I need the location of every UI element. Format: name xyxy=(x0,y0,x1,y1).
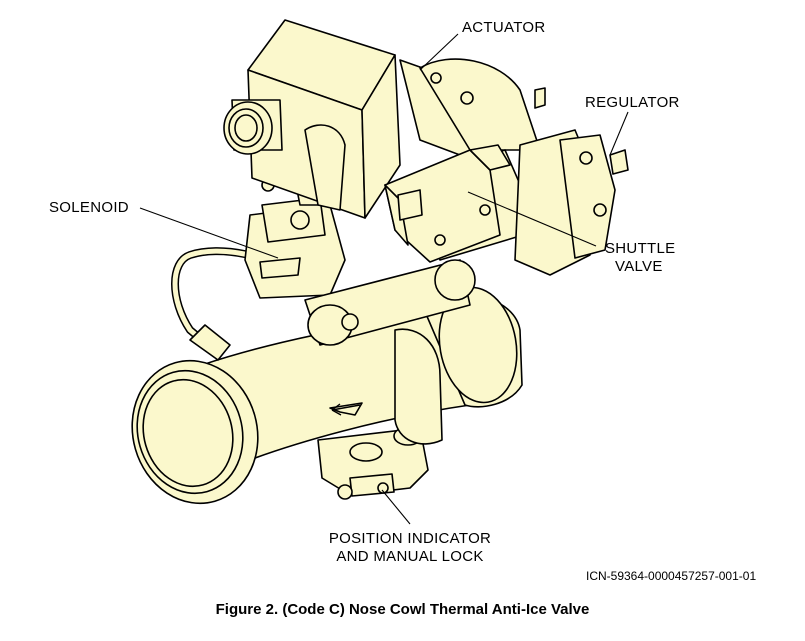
electrical-connector xyxy=(223,99,283,155)
leader-actuator xyxy=(419,33,459,71)
leader-position-indicator xyxy=(381,489,411,525)
leader-solenoid xyxy=(139,207,279,259)
label-position-indicator-line1: POSITION INDICATOR xyxy=(328,530,492,547)
main-duct xyxy=(131,286,523,505)
label-solenoid: SOLENOID xyxy=(49,199,129,216)
icn-reference: ICN-59364-0000457257-001-01 xyxy=(586,569,757,583)
shuttle-linkage xyxy=(304,259,476,346)
label-actuator: ACTUATOR xyxy=(462,19,546,36)
leader-regulator xyxy=(609,111,629,156)
label-shuttle-valve-line1: SHUTTLE xyxy=(605,240,676,257)
label-position-indicator-line2: AND MANUAL LOCK xyxy=(336,548,484,565)
label-shuttle-valve-line2: VALVE xyxy=(615,258,663,275)
shuttle-valve-block xyxy=(384,144,511,263)
figure-caption: Figure 2. (Code C) Nose Cowl Thermal Ant… xyxy=(215,601,590,618)
leader-shuttle-valve xyxy=(467,191,597,247)
label-regulator: REGULATOR xyxy=(585,94,680,111)
